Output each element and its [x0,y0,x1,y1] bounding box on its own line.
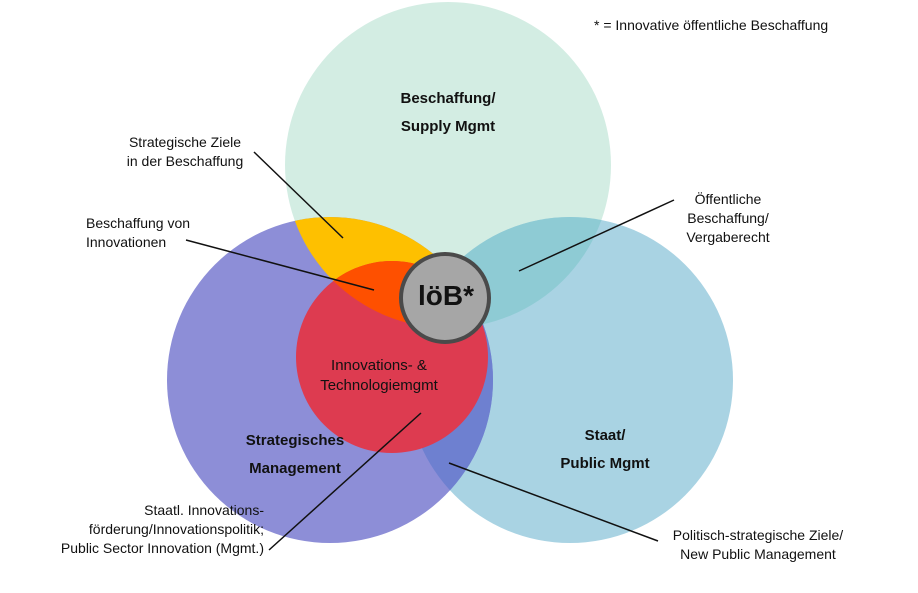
annotation-political-goals: Politisch-strategische Ziele/ New Public… [652,526,864,564]
innovation-technology-label-line-2: Technologiemgmt [320,377,438,394]
annotation-strategic-goals: Strategische Ziele in der Beschaffung [100,133,270,171]
annotation-public-procurement-line-3: Vergaberecht [686,229,770,245]
annotation-procurement-of-innovations: Beschaffung von Innovationen [86,214,190,252]
leader-line-strategic-goals [253,151,344,239]
annotation-innovation-policy-line-2: förderung/Innovationspolitik; [88,521,264,537]
strategic-management-label: Strategisches Management [220,427,370,483]
annotation-procurement-of-innovations-line-2: Innovationen [86,234,167,250]
procurement-label-line-1: Beschaffung/ [400,90,496,107]
procurement-label: Beschaffung/ Supply Mgmt [368,85,528,141]
leader-line-public-procurement [518,199,675,272]
annotation-public-procurement-line-1: Öffentliche [694,191,762,207]
center-circle [399,252,491,344]
innovation-technology-label: Innovations- & Technologiemgmt [304,356,454,396]
annotation-procurement-of-innovations-line-1: Beschaffung von [86,215,191,231]
strategic-management-label-line-1: Strategisches [245,432,345,449]
leader-line-innovation-policy [268,412,422,551]
annotation-strategic-goals-line-2: in der Beschaffung [126,153,244,169]
state-label: Staat/ Public Mgmt [550,422,660,478]
annotation-political-goals-line-2: New Public Management [680,546,836,562]
annotation-innovation-policy: Staatl. Innovations- förderung/Innovatio… [14,501,264,558]
leader-line-procurement-of-innovations [185,239,375,291]
center-label: löB* [418,280,474,311]
footnote: * = Innovative öffentliche Beschaffung [594,17,829,33]
annotation-public-procurement-line-2: Beschaffung/ [687,210,769,226]
strategic-management-label-line-2: Management [249,460,341,477]
annotation-innovation-policy-line-1: Staatl. Innovations- [144,502,264,518]
annotation-public-procurement: Öffentliche Beschaffung/ Vergaberecht [663,190,793,247]
annotation-political-goals-line-1: Politisch-strategische Ziele/ [672,527,844,543]
leader-line-political-goals [448,462,659,542]
state-label-line-2: Public Mgmt [560,455,650,472]
state-label-line-1: Staat/ [584,427,626,444]
annotation-strategic-goals-line-1: Strategische Ziele [128,134,242,150]
innovation-technology-label-line-1: Innovations- & [331,357,427,374]
procurement-label-line-2: Supply Mgmt [400,118,496,135]
annotation-innovation-policy-line-3: Public Sector Innovation (Mgmt.) [60,540,264,556]
